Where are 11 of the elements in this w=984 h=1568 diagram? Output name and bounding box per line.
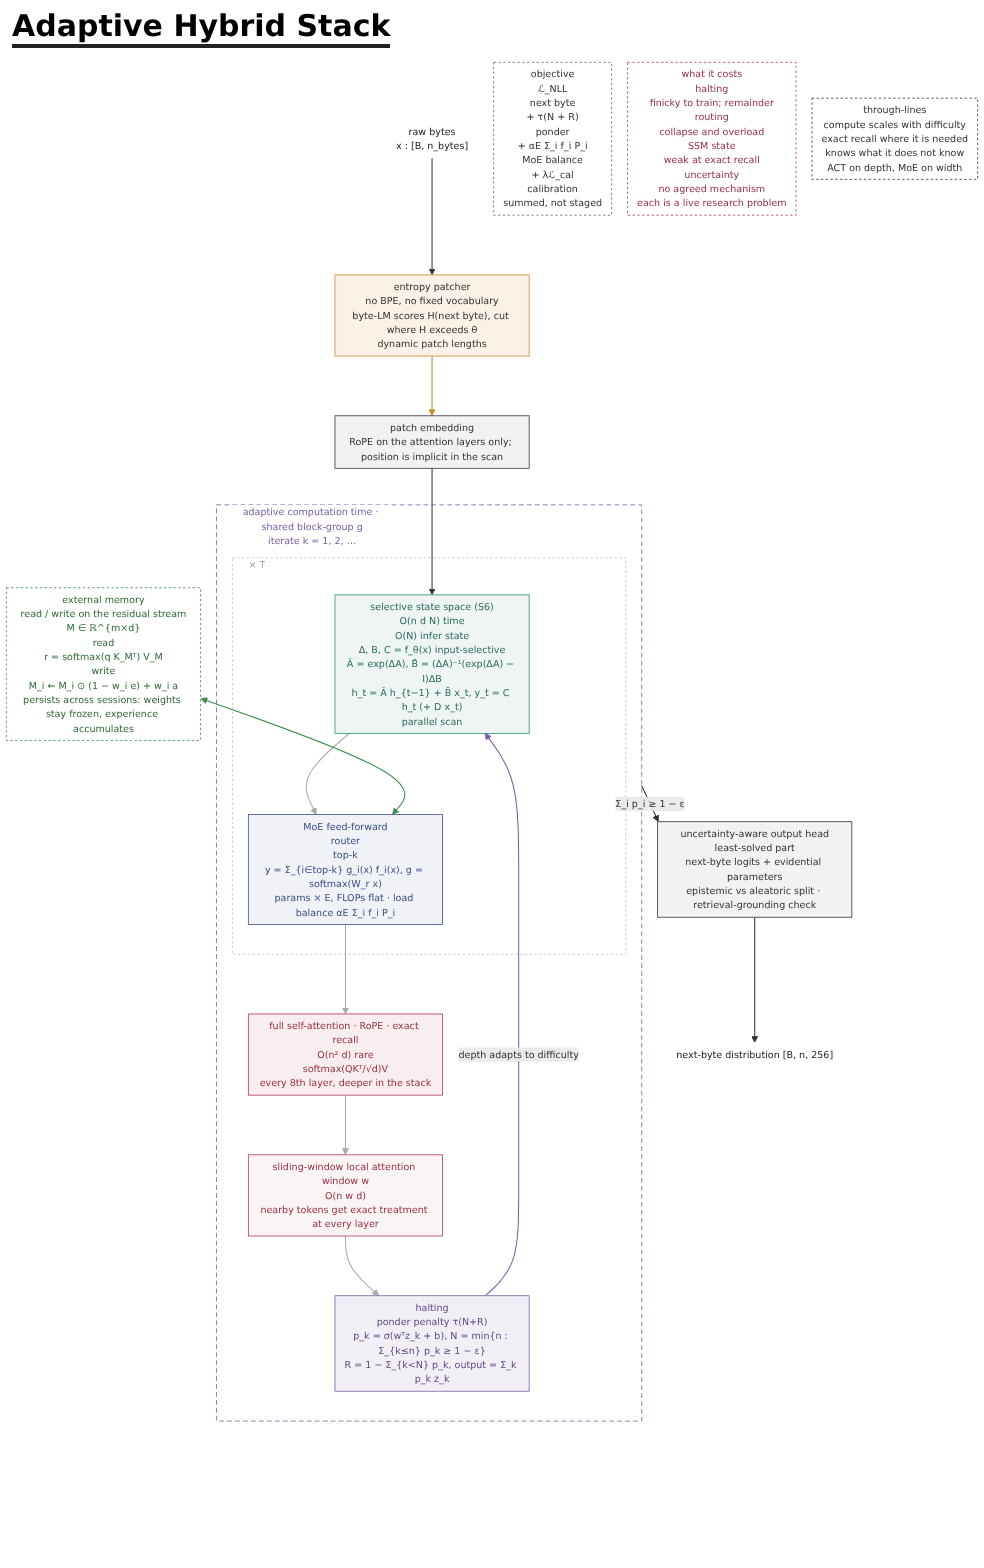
- arrow: [751, 916, 759, 1043]
- arrow: [341, 1094, 349, 1156]
- arrow: [428, 157, 436, 276]
- arrow: [200, 697, 406, 815]
- arrow: [344, 1235, 380, 1297]
- arrow: [428, 355, 436, 417]
- arrow: [341, 923, 349, 1015]
- arrow: [484, 733, 520, 1297]
- arrow: [428, 467, 436, 596]
- arrow: [305, 732, 351, 815]
- diagram-title: Adaptive Hybrid Stack: [12, 8, 391, 48]
